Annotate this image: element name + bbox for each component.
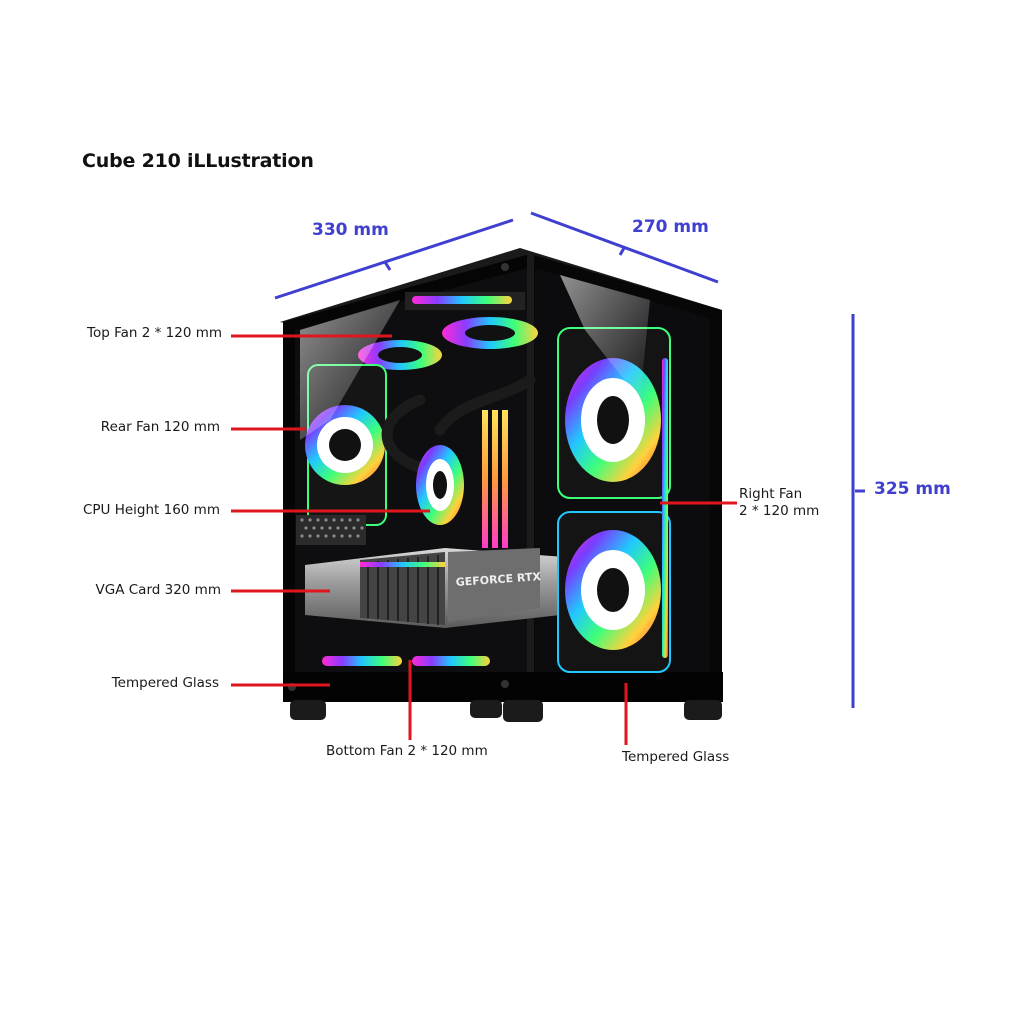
width-dimension-label: 330 mm [312,220,389,240]
height-dimension-label: 325 mm [874,479,951,499]
tempered-glass-side-label: Tempered Glass [622,749,730,765]
right-fan-label-line2: 2 * 120 mm [739,503,820,519]
vga-card-label: VGA Card 320 mm [95,582,221,598]
right-fan-label-line1: Right Fan [739,486,803,502]
rear-fan-label: Rear Fan 120 mm [100,419,220,435]
aio-tubes [381,374,536,476]
rear-fan [305,364,387,526]
callout-lines [231,334,737,745]
width-dimension-line [274,218,514,300]
gpu-card [305,548,605,628]
depth-dimension-label: 270 mm [632,217,709,237]
cpu-height-label: CPU Height 160 mm [82,502,220,518]
bottom-fans [322,656,490,666]
right-fan-lower [557,511,671,673]
top-fan-label: Top Fan 2 * 120 mm [87,325,222,341]
top-fans [358,292,538,370]
tempered-glass-front-label: Tempered Glass [111,675,219,691]
case-foot [290,700,326,720]
dimension-lines [274,211,865,708]
case-foot [503,700,543,722]
gpu-brand-label: GEFORCE RTX [455,570,541,589]
depth-dimension-line [530,211,719,284]
diagram-title: Cube 210 iLLustration [82,150,314,172]
psu-mesh [296,515,366,545]
case-foot [470,700,502,718]
bottom-fan-label: Bottom Fan 2 * 120 mm [326,743,488,759]
case-foot [684,700,722,720]
ram-sticks [482,410,508,548]
cpu-pump [416,445,464,525]
